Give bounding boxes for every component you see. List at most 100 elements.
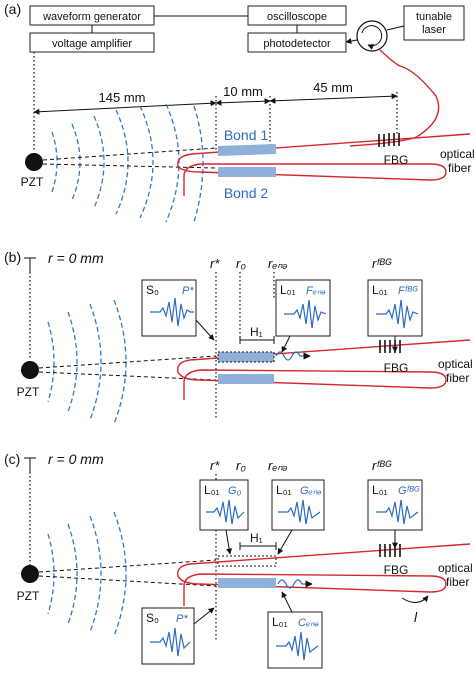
wire-circ-pd <box>345 38 358 44</box>
s0-waveform-icon <box>150 297 194 327</box>
wire-laser-circ <box>386 25 405 31</box>
l01-gfbg-label: L₀₁ <box>372 483 388 497</box>
wavefront-c2 <box>67 523 78 625</box>
wavefront-5 <box>139 105 154 219</box>
rfbg-label: rᶠᴮᴳ <box>372 256 392 271</box>
bond-1-label: Bond 1 <box>224 127 269 143</box>
wavefront-c3 <box>89 515 102 633</box>
panel-b: (b) r = 0 mm r* r₀ rₑₙₔ rᶠᴮᴳ S₀ P* L₀₁ F… <box>4 249 473 425</box>
s0-box-sub: P* <box>182 285 194 297</box>
rfbg-c-label: rᶠᴮᴳ <box>372 458 392 473</box>
l01-g0-sub: G₀ <box>228 485 242 497</box>
dim-45-arrow <box>269 93 398 104</box>
wavefront-c4 <box>113 511 127 637</box>
fiber-c-loop <box>177 543 471 606</box>
panel-c-label: (c) <box>4 451 20 467</box>
wavefront-6 <box>165 103 180 223</box>
dim-45-label: 45 mm <box>313 80 353 95</box>
fiber-loop <box>177 133 471 196</box>
fbg-b-label: FBG <box>384 361 409 375</box>
s0-c-waveform-icon <box>150 627 191 657</box>
beam-line-2 <box>42 163 217 169</box>
l-label: l <box>414 609 418 625</box>
optical-c-label-2: fiber <box>446 575 469 589</box>
tunable-laser-label-1: tunable <box>416 11 452 23</box>
wavefront-b4 <box>113 299 127 425</box>
l01-gfbg-sub: Gᶠᴮᴳ <box>398 485 420 497</box>
dim-145-arrow <box>33 100 217 115</box>
fbg-label: FBG <box>384 153 409 167</box>
l01-gend-sub: Gₑₙₔ <box>300 485 321 497</box>
l01-g0-pointer <box>225 529 233 555</box>
wavefront-3 <box>93 115 105 209</box>
rend-label: rₑₙₔ <box>268 256 288 271</box>
rend-c-label: rₑₙₔ <box>268 458 288 473</box>
bond-2-patch <box>218 167 276 177</box>
wavefront-4 <box>115 109 129 215</box>
fbg-grating-icon <box>378 133 400 147</box>
fbg-b-grating-icon <box>379 340 401 353</box>
pzt-c-icon <box>21 565 39 583</box>
l01-fend-label: L₀₁ <box>280 283 296 297</box>
waveform-generator-label: waveform generator <box>42 11 141 23</box>
fbg-c-label: FBG <box>384 563 409 577</box>
fbg-c-grating-icon <box>379 544 401 557</box>
bond-2-label: Bond 2 <box>224 185 269 201</box>
optical-b-label-1: optical <box>438 357 473 371</box>
dim-145-label: 145 mm <box>99 90 146 105</box>
optical-label-1: optical <box>440 147 474 161</box>
pzt-b-label: PZT <box>17 385 40 399</box>
fiber-lead <box>349 49 440 147</box>
beam-b-line-1 <box>38 355 217 369</box>
pzt-c-label: PZT <box>17 589 40 603</box>
s0-c-sub: P* <box>176 613 188 625</box>
l01-cend-label: L₀₁ <box>272 615 288 629</box>
propagating-wave-b-icon <box>275 351 311 361</box>
pzt-label: PZT <box>21 175 44 189</box>
voltage-amplifier-label: voltage amplifier <box>52 38 132 50</box>
s0-c-label: S₀ <box>146 611 159 625</box>
panel-c: (c) r = 0 mm r* r₀ rₑₙₔ rᶠᴮᴳ L₀₁ G₀ L₀₁ … <box>4 451 473 669</box>
dim-10-label: 10 mm <box>223 84 263 99</box>
s0-wave-box <box>141 279 197 337</box>
beam-c-line-2 <box>38 575 217 587</box>
optical-label-2: fiber <box>448 161 471 175</box>
l01-ffbg-label: L₀₁ <box>372 283 388 297</box>
l01-gend-waveform-icon <box>278 499 321 525</box>
s0-box-label: S₀ <box>146 283 159 297</box>
r0-sub-label: r₀ <box>236 256 246 271</box>
optical-c-label-1: optical <box>438 561 473 575</box>
dim-10-arrow <box>215 98 271 106</box>
wavefront-2 <box>71 123 81 201</box>
wavefront-b3 <box>89 303 102 421</box>
circulator-arrow-icon <box>361 25 383 50</box>
bond-1-patch <box>217 143 277 157</box>
pzt-icon <box>25 153 43 171</box>
panel-a-label: (a) <box>4 1 21 17</box>
l01-fend-waveform-icon <box>284 299 327 329</box>
r0mm-c-label: r = 0 mm <box>48 451 104 467</box>
l01-fend-pointer <box>281 335 291 353</box>
r0-c-sub-label: r₀ <box>236 458 246 473</box>
oscilloscope-label: oscilloscope <box>267 11 327 23</box>
rstar-label: r* <box>210 256 220 271</box>
r0mm-label: r = 0 mm <box>48 250 104 266</box>
l01-gend-label: L₀₁ <box>276 483 292 497</box>
bond-c1-outline <box>217 555 277 567</box>
l01-gfbg-waveform-icon <box>376 499 419 525</box>
h1-label: H₁ <box>250 325 263 339</box>
wavefront-c1 <box>47 533 55 615</box>
h1-c-label: H₁ <box>250 531 263 545</box>
l01-ffbg-sub: Fᶠᴮᴳ <box>398 285 418 297</box>
l01-cend-waveform-icon <box>276 631 319 661</box>
bond-b1-patch <box>218 352 274 362</box>
bond-b1-outline <box>217 351 275 363</box>
l01-g0-label: L₀₁ <box>204 483 220 497</box>
l01-g0-waveform-icon <box>206 499 245 525</box>
pzt-b-icon <box>21 361 39 379</box>
s0-c-pointer <box>193 607 215 625</box>
s0-pointer <box>195 319 215 341</box>
tunable-laser-box <box>403 5 465 41</box>
photodetector-label: photodetector <box>263 38 331 50</box>
